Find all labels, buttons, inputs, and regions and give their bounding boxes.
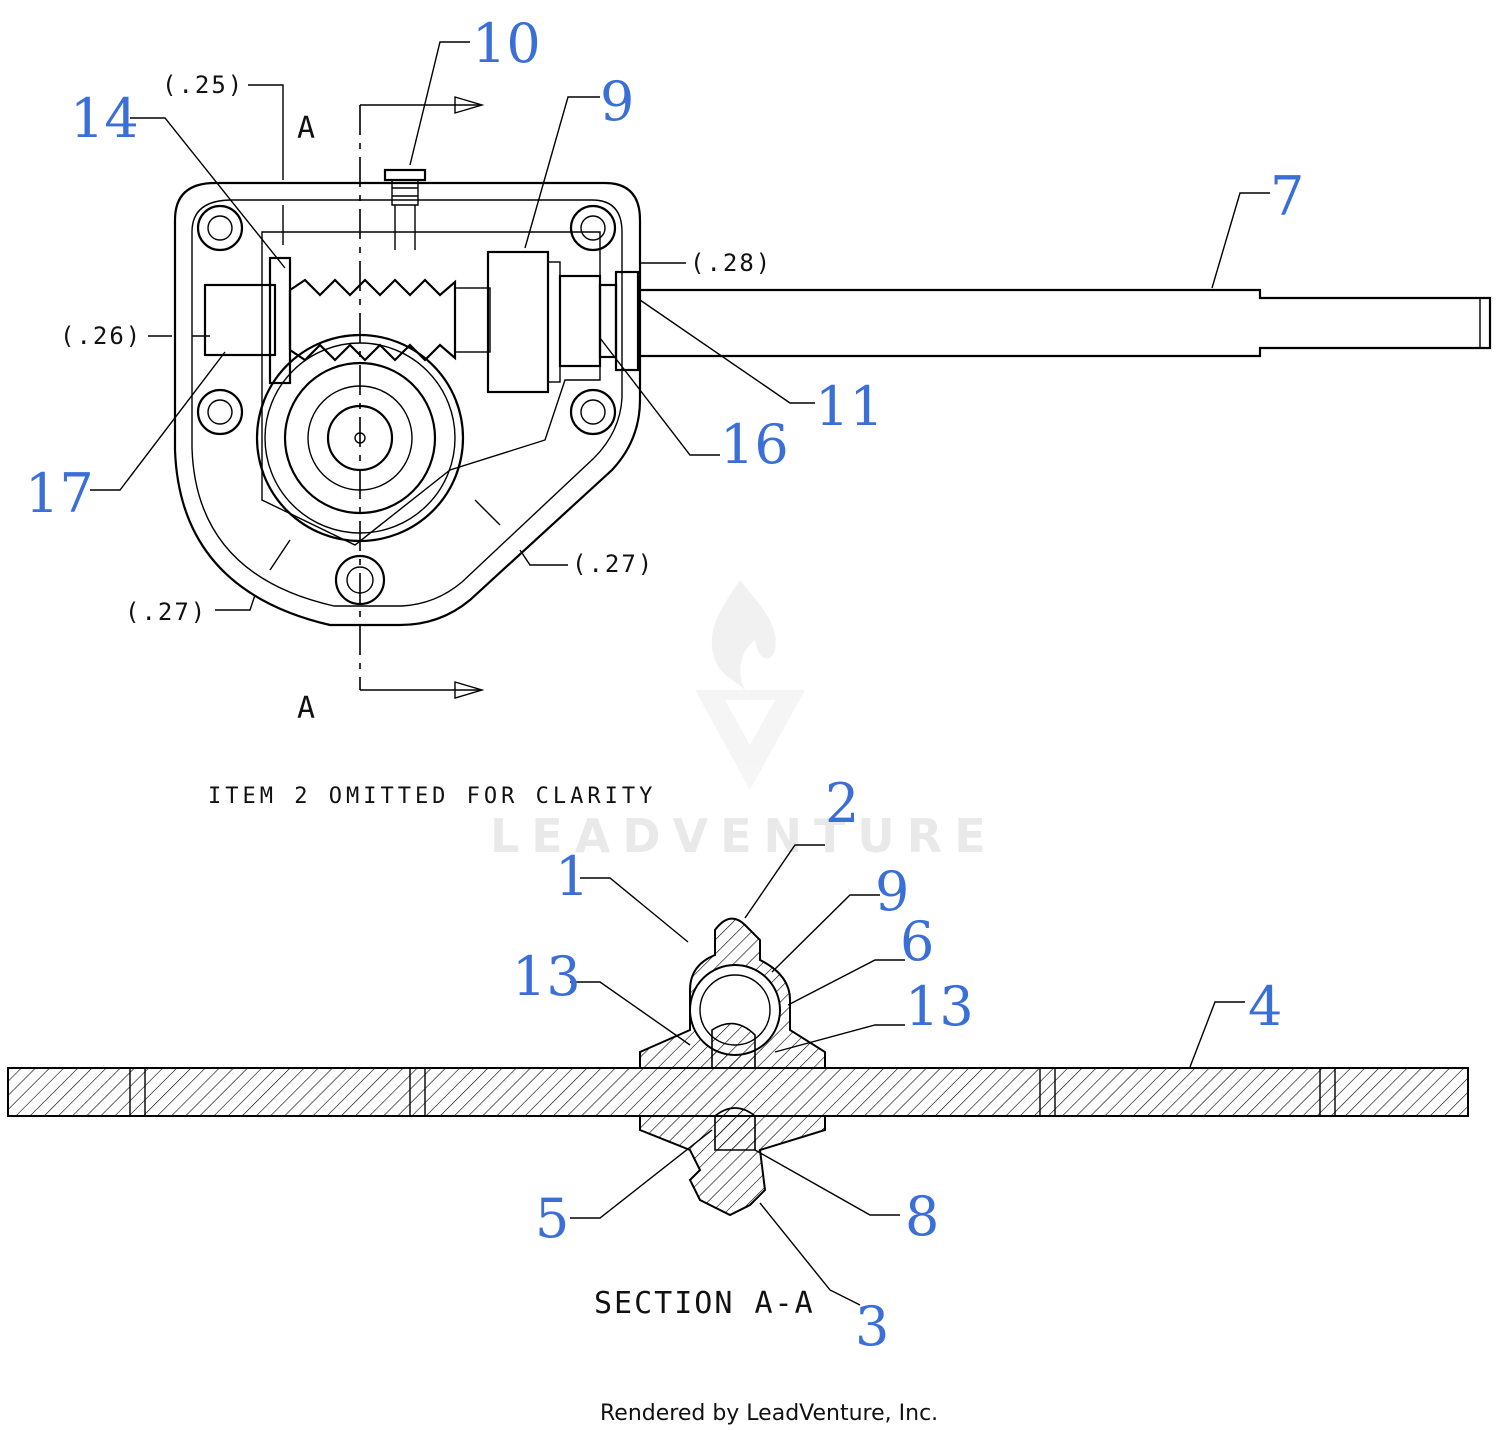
vent-plug [383,168,427,250]
dimension-027-right: (.27) [572,550,654,578]
watermark-text: LEADVENTURE [490,809,998,863]
section-line [359,96,485,699]
dimension-027-left: (.27) [125,598,207,626]
section-title: SECTION A-A [594,1286,815,1321]
section-mark-top: A [297,111,317,146]
callout-8: 8 [905,1185,939,1248]
callout-1: 1 [555,845,589,908]
dimension-025: (.25) [162,71,244,99]
callout-17: 17 [25,462,94,525]
callout-4: 4 [1248,975,1282,1038]
callout-13-left: 13 [512,945,581,1008]
section-view [7,844,1469,1306]
callout-3: 3 [855,1295,889,1358]
callout-16: 16 [720,413,789,476]
callout-14: 14 [70,87,139,150]
watermark-logo [695,580,805,790]
callout-5: 5 [535,1187,569,1250]
callout-9-section: 9 [875,860,909,923]
callout-leaders [90,41,1270,491]
callout-10: 10 [472,12,541,75]
callout-6: 6 [900,910,934,973]
gearbox-top-view [90,41,1492,699]
worm-shaft [203,250,640,394]
callout-9: 9 [600,70,634,133]
callout-11: 11 [815,375,884,438]
axle-grooves [129,1068,1336,1116]
callout-2: 2 [825,772,859,835]
dimension-026: (.26) [60,322,142,350]
section-mark-bottom: A [297,691,317,726]
callout-13-right: 13 [905,975,974,1038]
omission-note: ITEM 2 OMITTED FOR CLARITY [208,784,656,809]
input-shaft [638,288,1492,358]
credit-line: Rendered by LeadVenture, Inc. [600,1401,938,1426]
dimension-028: (.28) [690,249,772,277]
bolt-holes [196,204,617,606]
callout-7: 7 [1270,165,1304,228]
dimension-leaders [148,84,686,611]
